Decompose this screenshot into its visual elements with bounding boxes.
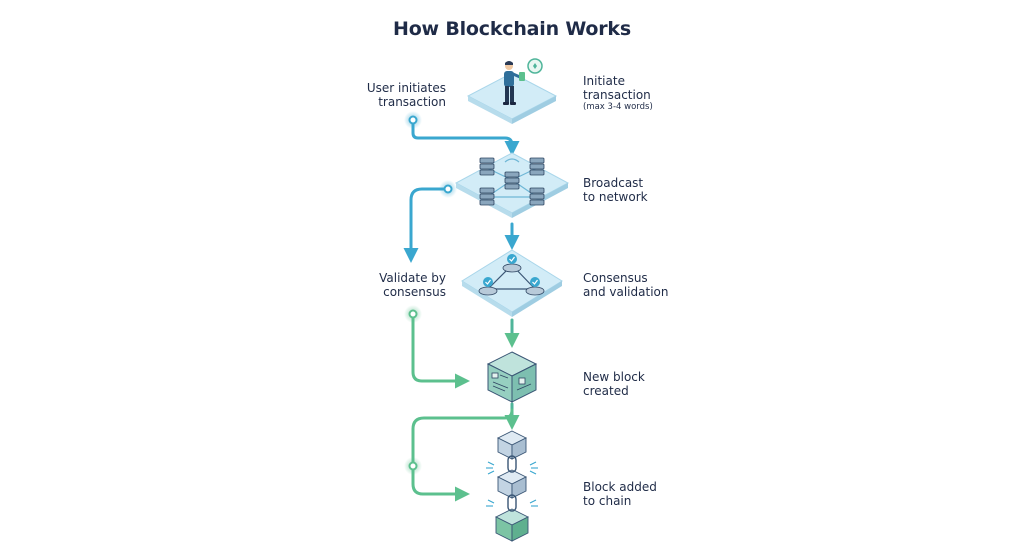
consensus-nodes-icon [461,249,563,317]
step-label-block-added: Block added to chain [583,480,657,508]
chain-link-icon [507,455,517,512]
step-label-broadcast: Broadcast to network [583,176,648,204]
chained-blocks-icon [486,430,538,542]
step-label-consensus: Consensus and validation [583,271,669,299]
server-network-icon [454,152,570,218]
block-cube-icon [486,351,538,403]
user-with-phone-icon [466,58,558,124]
chain-block-3 [494,508,530,542]
chain-block-1 [496,430,528,460]
connector-user-to-broadcast [411,118,520,156]
side-label-validate: Validate by consensus [379,271,446,299]
glow-dots [404,111,457,475]
connector-block-loop-to-chain [411,408,514,502]
connector-broadcast-to-validate [403,187,450,263]
diagram-title: How Blockchain Works [393,18,631,40]
chain-block-2 [496,469,528,499]
step-label-initiate: Initiate transaction (max 3-4 words) [583,74,653,112]
flow-connectors [403,118,520,502]
step-note: (max 3-4 words) [583,102,653,112]
step-label-new-block: New block created [583,370,645,398]
side-label-user-initiates: User initiates transaction [366,81,446,109]
connector-validate-to-block [411,312,470,389]
sparkle-icon [486,461,538,507]
server-icons [479,157,545,206]
